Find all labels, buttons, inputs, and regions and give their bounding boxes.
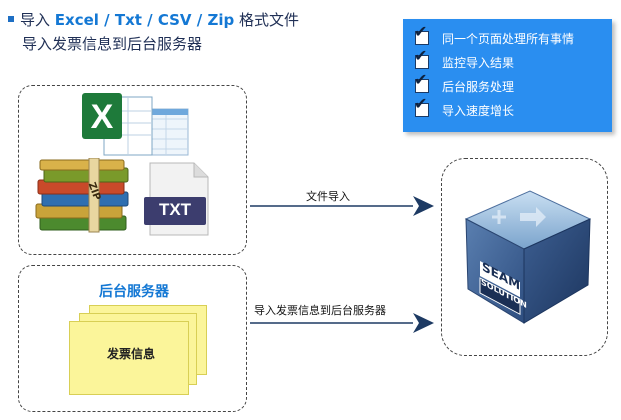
server-title: 后台服务器 [99,284,169,300]
page-subtitle: 导入发票信息到后台服务器 [22,35,203,53]
files-group: X ZIP TXT [18,85,247,255]
checkbox-icon: ✔ [414,72,429,93]
txt-label: TXT [158,200,192,219]
checkbox-icon: ✔ [414,96,429,117]
feature-label: 导入速度增长 [442,103,515,118]
flow-arrows [250,196,434,333]
arrow-label-file-import: 文件导入 [306,190,350,203]
excel-icon: X [82,93,189,156]
solution-group: SEAM SOLUTION [441,158,608,356]
page-title: 导入 Excel / Txt / CSV / Zip 格式文件 [8,9,299,30]
checkbox-icon: ✔ [414,48,429,69]
feature-label: 同一个页面处理所有事情 [442,31,575,46]
feature-label: 后台服务处理 [442,79,515,94]
title-formats: Excel / Txt / CSV / Zip [54,11,235,29]
feature-item: ✔ 导入速度增长 [414,96,515,120]
bullet-icon [8,15,14,22]
txt-file-icon [144,162,209,236]
arrow-label-invoice-import: 导入发票信息到后台服务器 [254,304,386,317]
title-suffix: 格式文件 [234,11,299,29]
feature-label: 监控导入结果 [442,55,515,70]
server-group: 后台服务器 发票信息 [18,265,247,412]
svg-text:X: X [91,98,114,136]
paper-sheet [69,321,189,395]
feature-list-box: ✔ 同一个页面处理所有事情 ✔ 监控导入结果 ✔ 后台服务处理 ✔ 导入速度增长 [403,19,612,132]
checkbox-icon: ✔ [414,24,429,45]
feature-item: ✔ 后台服务处理 [414,72,515,96]
invoice-info-label: 发票信息 [107,347,156,361]
feature-item: ✔ 同一个页面处理所有事情 [414,24,575,48]
feature-item: ✔ 监控导入结果 [414,48,515,72]
zip-archive-icon [35,158,129,233]
seam-solution-cube-icon [464,190,592,324]
title-prefix: 导入 [20,11,55,29]
